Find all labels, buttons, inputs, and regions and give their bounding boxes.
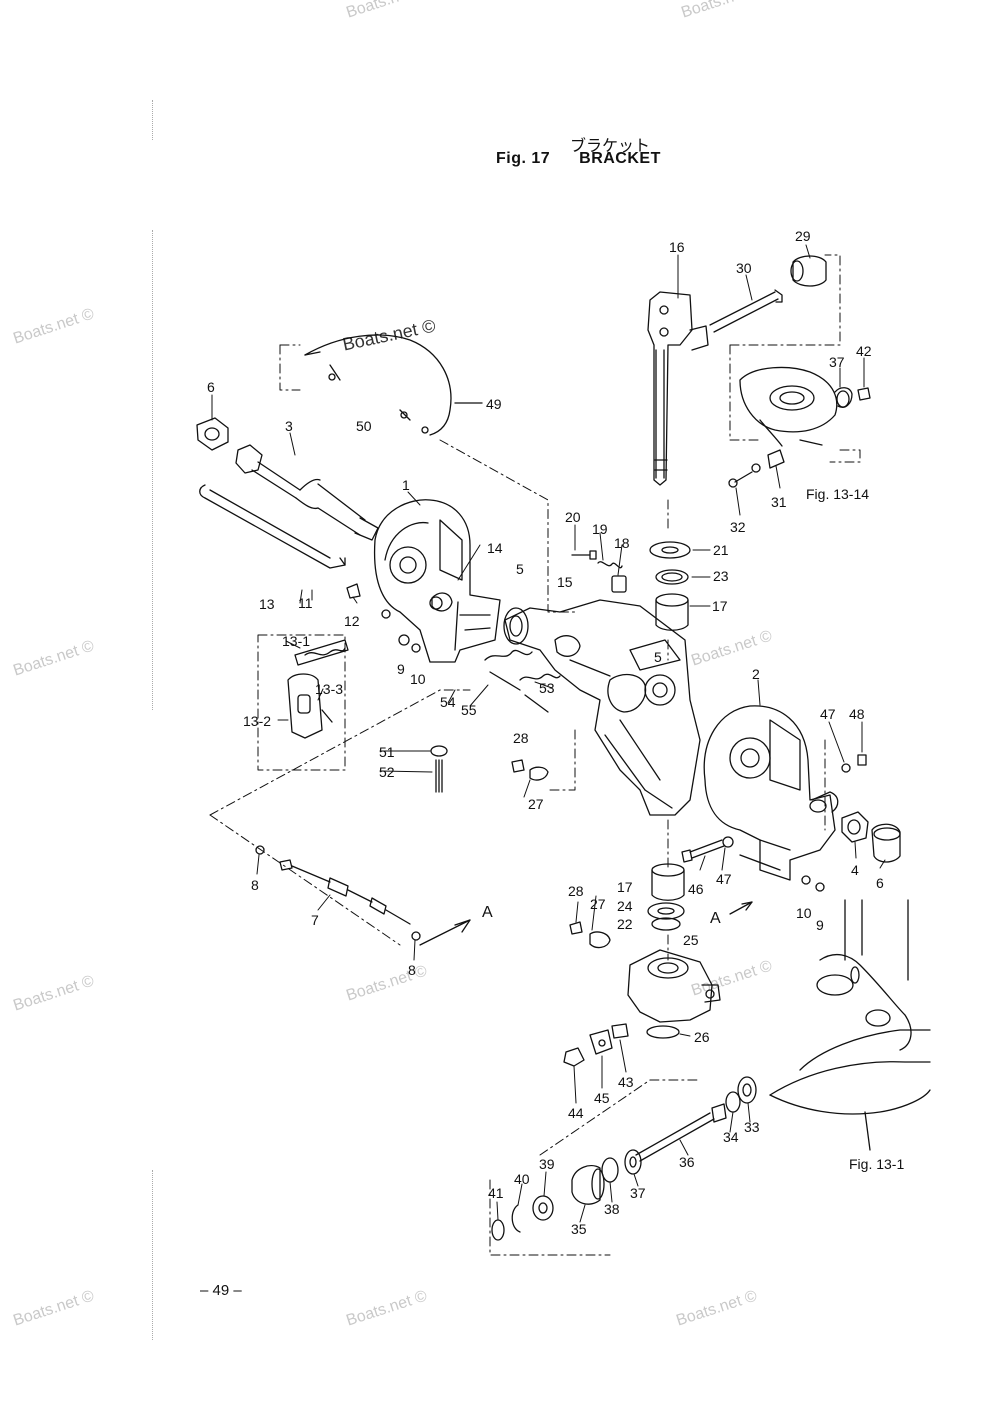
part-label-45: 45: [594, 1090, 610, 1106]
part-label-14: 14: [487, 540, 503, 556]
part-label-10: 10: [410, 671, 426, 687]
part-label-22: 22: [617, 916, 633, 932]
part-label-41: 41: [488, 1185, 504, 1201]
part-label-40: 40: [514, 1171, 530, 1187]
part-label-38: 38: [604, 1201, 620, 1217]
part-label-37: 37: [829, 354, 845, 370]
part-label-5b: 5: [654, 649, 662, 665]
part-label-33: 33: [744, 1119, 760, 1135]
fig-ref-13-14: Fig. 13-14: [806, 486, 870, 502]
part-label-37b: 37: [630, 1185, 646, 1201]
part-label-50: 50: [356, 418, 372, 434]
part-label-53: 53: [539, 680, 555, 696]
part-label-12: 12: [344, 613, 360, 629]
part-label-8: 8: [251, 877, 259, 893]
part-label-15: 15: [557, 574, 573, 590]
part-label-43: 43: [618, 1074, 634, 1090]
part-label-49: 49: [486, 396, 502, 412]
part-label-18: 18: [614, 535, 630, 551]
part-label-13-3: 13-3: [315, 681, 344, 697]
part-label-52: 52: [379, 764, 395, 780]
figure-name: BRACKET: [579, 150, 661, 167]
margin-marks-mid: [152, 230, 154, 710]
part-label-9b: 9: [816, 917, 824, 933]
part-label-13-1: 13-1: [282, 633, 311, 649]
margin-marks-top: [152, 100, 154, 140]
part-label-25: 25: [683, 932, 699, 948]
part-label-7: 7: [311, 912, 319, 928]
part-label-3: 3: [285, 418, 293, 434]
part-label-6: 6: [207, 379, 215, 395]
part-label-13-2: 13-2: [243, 713, 272, 729]
part-label-28b: 28: [568, 883, 584, 899]
part-label-10b: 10: [796, 905, 812, 921]
part-label-47b: 47: [716, 871, 732, 887]
part-label-24: 24: [617, 898, 633, 914]
part-label-35: 35: [571, 1221, 587, 1237]
part-label-13: 13: [259, 596, 275, 612]
part-label-6b: 6: [876, 875, 884, 891]
page-number: – 49 –: [200, 1282, 242, 1299]
part-label-17b: 17: [617, 879, 633, 895]
part-label-26: 26: [694, 1029, 710, 1045]
part-label-47: 47: [820, 706, 836, 722]
part-label-19: 19: [592, 521, 608, 537]
part-label-27b: 27: [590, 896, 606, 912]
part-label-8b: 8: [408, 962, 416, 978]
part-label-2: 2: [752, 666, 760, 682]
part-label-9: 9: [397, 661, 405, 677]
part-label-1: 1: [402, 477, 410, 493]
part-label-27: 27: [528, 796, 544, 812]
part-label-31: 31: [771, 494, 787, 510]
part-label-55: 55: [461, 702, 477, 718]
part-label-42: 42: [856, 343, 872, 359]
part-label-44: 44: [568, 1105, 584, 1121]
part-label-16: 16: [669, 239, 685, 255]
part-label-39: 39: [539, 1156, 555, 1172]
margin-marks-bottom: [152, 1170, 154, 1340]
part-label-17: 17: [712, 598, 728, 614]
fig-ref-13-1: Fig. 13-1: [849, 1156, 905, 1172]
part-label-23: 23: [713, 568, 729, 584]
part-label-46: 46: [688, 881, 704, 897]
figure-number: Fig. 17: [496, 150, 551, 167]
part-label-4: 4: [851, 862, 859, 878]
part-label-34: 34: [723, 1129, 739, 1145]
part-label-29: 29: [795, 228, 811, 244]
part-label-36: 36: [679, 1154, 695, 1170]
title-japanese: ブラケット: [570, 136, 651, 155]
part-label-20: 20: [565, 509, 581, 525]
view-marker-a: A: [710, 910, 721, 927]
part-label-5: 5: [516, 561, 524, 577]
part-label-51: 51: [379, 744, 395, 760]
part-label-30: 30: [736, 260, 752, 276]
part-label-21: 21: [713, 542, 729, 558]
part-label-54: 54: [440, 694, 456, 710]
part-label-11: 11: [298, 595, 313, 611]
page-title: Fig. 17 BRACKET: [496, 150, 661, 168]
part-label-28: 28: [513, 730, 529, 746]
part-label-32: 32: [730, 519, 746, 535]
part-label-48: 48: [849, 706, 865, 722]
view-marker-a: A: [482, 904, 493, 921]
